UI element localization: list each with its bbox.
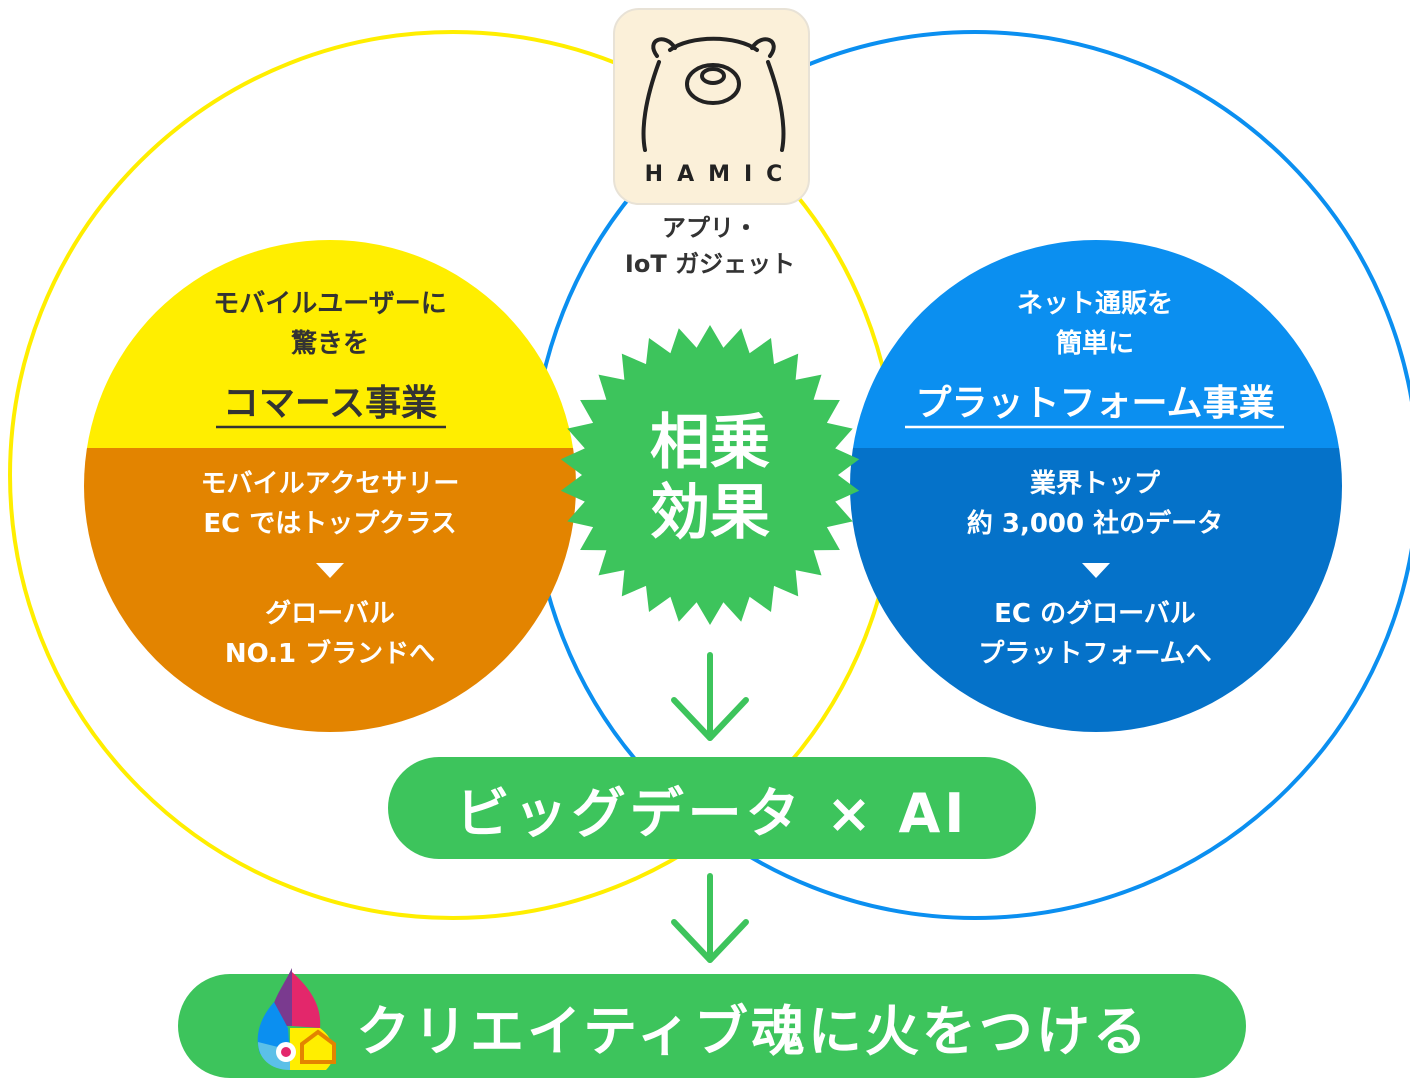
creative-banner: クリエイティブ魂に火をつける xyxy=(178,974,1246,1078)
platform-tagline-line2: 簡単に xyxy=(1055,329,1134,359)
bigdata-ai-banner: ビッグデータ × AI xyxy=(388,757,1036,859)
commerce-body-line2: EC ではトップクラス xyxy=(203,509,457,539)
hamic-app-icon: HAMIC xyxy=(613,8,810,205)
down-triangle-icon xyxy=(1082,563,1110,578)
hamic-caption-line2: IoT ガジェット xyxy=(624,250,796,278)
platform-body-line4: プラットフォームへ xyxy=(978,639,1212,669)
platform-tagline-line1: ネット通販を xyxy=(1016,289,1173,319)
flame-logo-icon xyxy=(257,968,336,1070)
hamic-caption-line1: アプリ・ xyxy=(662,214,758,242)
down-arrow-icon xyxy=(671,652,749,741)
bear-logo-icon xyxy=(641,36,786,152)
commerce-body-line3: グローバル xyxy=(265,599,395,629)
commerce-body-line1: モバイルアクセサリー xyxy=(200,469,460,499)
platform-body-line3: EC のグローバル xyxy=(994,599,1196,629)
synergy-label-line1: 相乗 xyxy=(650,408,770,478)
synergy-label-line2: 効果 xyxy=(650,478,770,548)
synergy-starburst xyxy=(560,325,860,625)
creative-label: クリエイティブ魂に火をつける xyxy=(356,999,1150,1063)
commerce-tagline-line2: 驚きを xyxy=(290,329,369,359)
commerce-tagline-line1: モバイルユーザーに xyxy=(213,289,447,319)
platform-body-line1: 業界トップ xyxy=(1029,469,1160,499)
commerce-body-line4: NO.1 ブランドへ xyxy=(224,639,436,669)
hamic-wordmark: HAMIC xyxy=(644,162,797,187)
platform-title: プラットフォーム事業 xyxy=(915,383,1275,424)
bigdata-ai-label: ビッグデータ × AI xyxy=(455,781,969,845)
platform-body-line2: 約 3,000 社のデータ xyxy=(966,509,1224,539)
commerce-title: コマース事業 xyxy=(222,383,438,424)
down-triangle-icon xyxy=(316,563,344,578)
down-arrow-icon xyxy=(671,873,749,963)
